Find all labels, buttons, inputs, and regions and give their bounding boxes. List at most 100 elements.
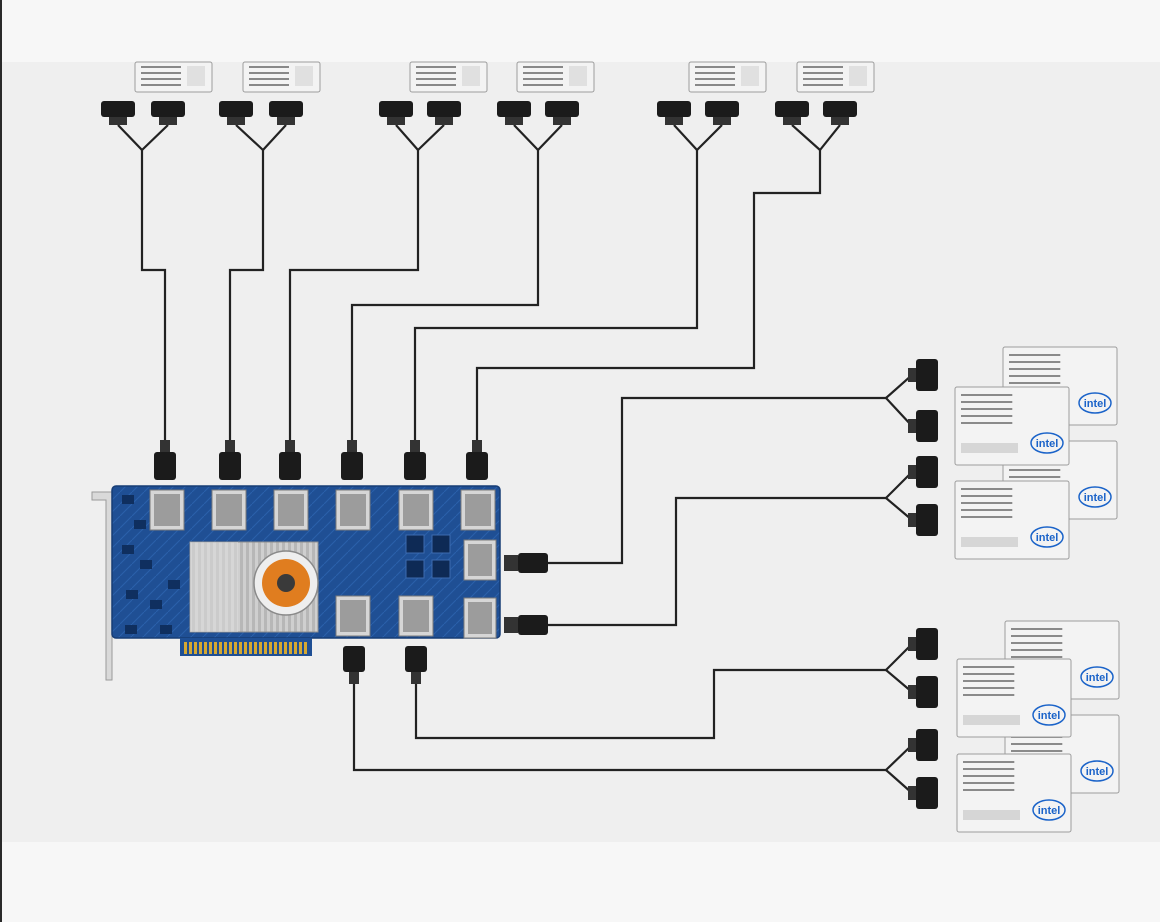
cable-6 xyxy=(475,150,822,445)
ssd-label-line xyxy=(695,66,735,68)
plug-head xyxy=(427,101,461,117)
plug-neck xyxy=(435,117,453,125)
ic-chip xyxy=(405,559,425,579)
cable-5 xyxy=(413,150,699,445)
plug-body xyxy=(341,452,363,480)
ssd-barcode xyxy=(849,66,867,86)
ssd-label-line xyxy=(961,394,1013,396)
intel-logo-icon xyxy=(1080,666,1114,688)
top-plug xyxy=(545,101,579,125)
port-socket xyxy=(340,494,366,526)
gold-pin xyxy=(214,642,217,654)
top-plug xyxy=(269,101,303,125)
plug-tip xyxy=(504,555,518,571)
intel-logo-icon xyxy=(1032,799,1066,821)
cooling-fan-hub xyxy=(277,574,295,592)
ssd-barcode xyxy=(569,66,587,86)
plug-tip xyxy=(908,465,918,479)
chip xyxy=(122,495,134,504)
card-plug-top-5 xyxy=(404,440,426,480)
ic-chip xyxy=(405,534,425,554)
intel-logo-icon xyxy=(1078,486,1112,508)
plug-tip xyxy=(472,440,482,452)
plug-tip xyxy=(504,617,518,633)
top-ssd-4 xyxy=(516,61,595,93)
right-ssd-8: intel xyxy=(956,753,1072,833)
plug-tip xyxy=(160,440,170,452)
gold-pin xyxy=(289,642,292,654)
card-plug-bottom-2 xyxy=(405,646,427,684)
left-border xyxy=(0,0,2,922)
chip xyxy=(125,625,137,634)
ssd-cert-marks xyxy=(961,443,1018,453)
plug-head xyxy=(497,101,531,117)
plug-body xyxy=(219,452,241,480)
plug-body xyxy=(518,615,548,635)
split-y xyxy=(513,124,563,151)
ssd-label-line xyxy=(523,84,563,86)
right-plug-2 xyxy=(908,410,938,442)
ssd-label-line xyxy=(523,66,563,68)
ssd-label-line xyxy=(416,66,456,68)
top-plug xyxy=(705,101,739,125)
right-plug-4 xyxy=(908,504,938,536)
ssd-barcode xyxy=(295,66,313,86)
ssd-label-line xyxy=(961,502,1013,504)
plug-neck xyxy=(505,117,523,125)
card-port-side-2 xyxy=(463,597,497,639)
card-port-top-3 xyxy=(273,489,309,531)
ssd-label-line xyxy=(963,768,1015,770)
ssd-brand-label: intel xyxy=(1038,710,1061,722)
plug-body xyxy=(916,729,938,761)
right-plug-3 xyxy=(908,456,938,488)
plug-tip xyxy=(908,738,918,752)
intel-logo-icon xyxy=(1080,760,1114,782)
gold-pin xyxy=(234,642,237,654)
plug-tip xyxy=(349,672,359,684)
plug-body xyxy=(404,452,426,480)
cable-1 xyxy=(140,150,167,445)
plug-head xyxy=(269,101,303,117)
plug-tip xyxy=(285,440,295,452)
gold-pin xyxy=(209,642,212,654)
ssd-barcode xyxy=(462,66,480,86)
plug-tip xyxy=(908,513,918,527)
gold-pin xyxy=(279,642,282,654)
plug-head xyxy=(657,101,691,117)
ssd-label-line xyxy=(1009,375,1061,377)
ssd-brand-label: intel xyxy=(1084,398,1107,410)
card-plug-side-2 xyxy=(504,615,548,635)
gold-pin xyxy=(244,642,247,654)
plug-tip xyxy=(347,440,357,452)
cable-8 xyxy=(548,496,886,627)
top-frame xyxy=(0,0,1160,62)
raid-controller-card xyxy=(91,485,501,681)
ssd-label-line xyxy=(1009,361,1061,363)
ssd-label-line xyxy=(1011,750,1063,752)
ssd-label-line xyxy=(963,775,1015,777)
top-plug xyxy=(379,101,413,125)
right-ssd-4: intel xyxy=(954,480,1070,560)
split-y xyxy=(117,124,169,151)
chip xyxy=(140,560,152,569)
ssd-label-line xyxy=(1009,476,1061,478)
plug-tip xyxy=(908,786,918,800)
right-ssd-2: intel xyxy=(954,386,1070,466)
top-plug xyxy=(101,101,135,125)
chip xyxy=(126,590,138,599)
card-port-top-4 xyxy=(335,489,371,531)
ssd-label-line xyxy=(523,72,563,74)
ssd-label-line xyxy=(803,78,843,80)
ssd-label-line xyxy=(961,415,1013,417)
plug-neck xyxy=(553,117,571,125)
gold-pin xyxy=(254,642,257,654)
plug-head xyxy=(151,101,185,117)
gold-pin xyxy=(274,642,277,654)
port-socket xyxy=(340,600,366,632)
plug-tip xyxy=(411,672,421,684)
top-plug xyxy=(823,101,857,125)
gold-pin xyxy=(304,642,307,654)
ssd-label-line xyxy=(1011,642,1063,644)
ssd-label-line xyxy=(961,516,1013,518)
